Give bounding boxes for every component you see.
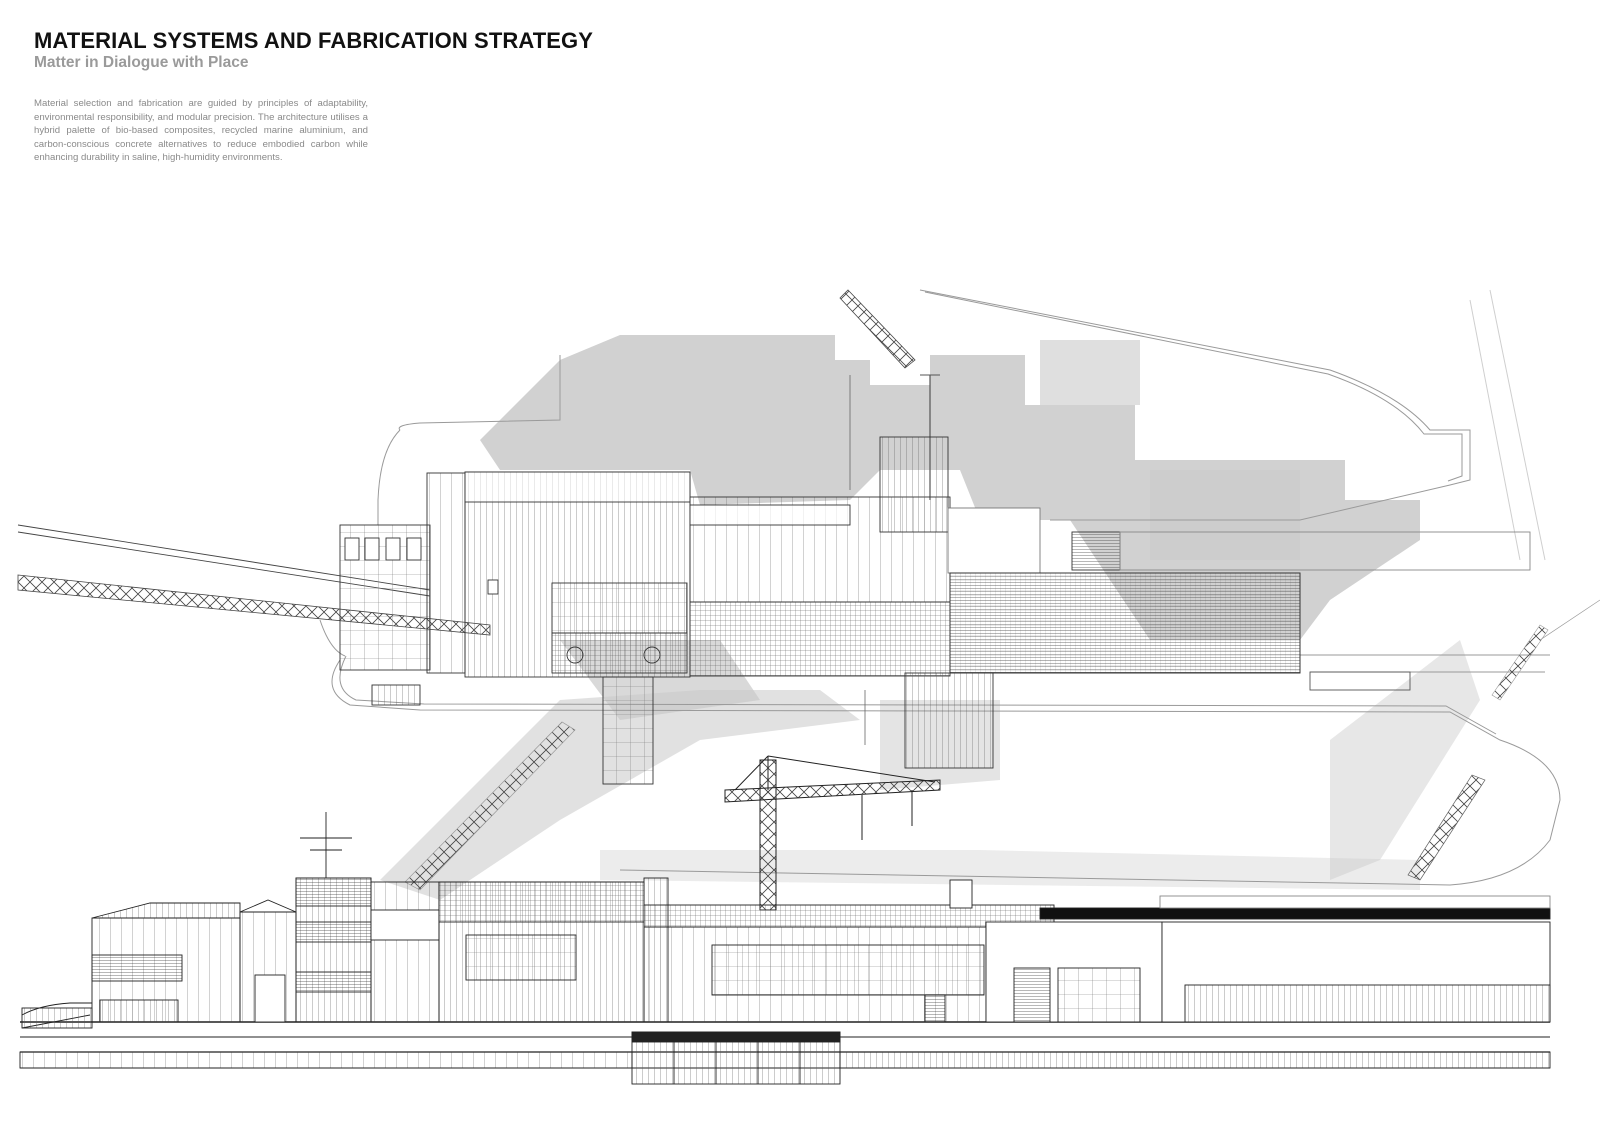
containers [631, 1031, 841, 1085]
page-subtitle: Matter in Dialogue with Place [34, 54, 249, 71]
intro-paragraph: Material selection and fabrication are g… [34, 98, 368, 163]
elevation-buildings [91, 877, 1551, 1023]
title-block: MATERIAL SYSTEMS AND FABRICATION STRATEG… [34, 28, 634, 72]
plan-building [339, 436, 1531, 785]
plan-view [17, 289, 1600, 911]
mast [300, 812, 352, 878]
elevation-view [19, 812, 1551, 1085]
page-title: MATERIAL SYSTEMS AND FABRICATION STRATEG… [34, 28, 593, 53]
